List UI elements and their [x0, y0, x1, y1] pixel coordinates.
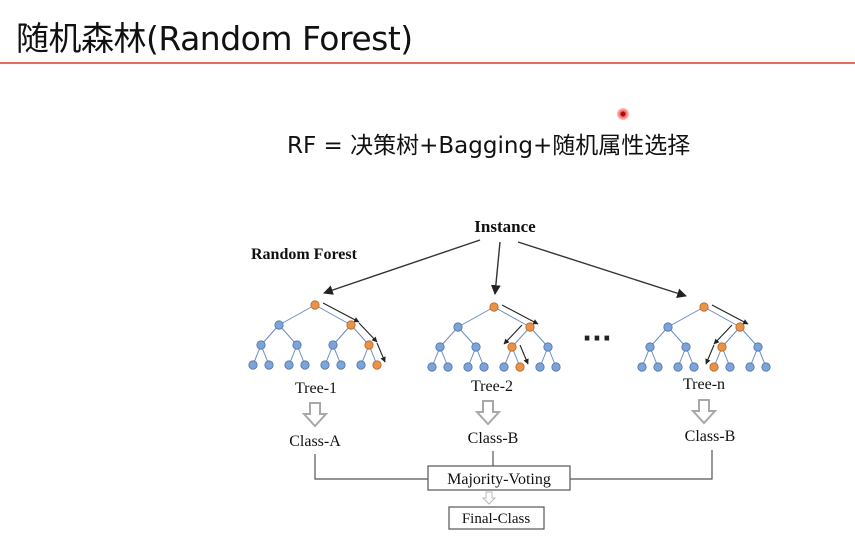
laser-pointer-dot [617, 108, 629, 120]
tree-node [543, 342, 553, 352]
title-rule [0, 62, 855, 64]
tree-node-selected [372, 360, 382, 370]
tree-node [673, 362, 683, 372]
decision-path-arrow [705, 344, 715, 365]
tree-node [551, 362, 561, 372]
gray-arrow-3 [690, 399, 718, 425]
tree-node [535, 362, 545, 372]
tree-node [356, 360, 366, 370]
tree-node [745, 362, 755, 372]
ellipsis: ··· [582, 324, 612, 354]
tree-node-selected [346, 320, 356, 330]
tree-2-label: Tree-2 [471, 378, 513, 395]
tree-node [292, 340, 302, 350]
decision-path-arrow [501, 304, 539, 325]
tree-node-selected [507, 342, 517, 352]
tree-node [328, 340, 338, 350]
tree-node [300, 360, 310, 370]
connector-3 [570, 450, 713, 480]
tree-edge [703, 306, 741, 328]
tree-node-selected [699, 302, 709, 312]
tree-node-selected [735, 322, 745, 332]
tree-node [725, 362, 735, 372]
tree-node [663, 322, 673, 332]
voting-label: Majority-Voting [447, 471, 551, 488]
tree-node [637, 362, 647, 372]
decision-path-arrow [503, 324, 523, 345]
tree-2-graphic [427, 302, 561, 372]
class-label-1: Class-A [289, 433, 341, 450]
final-arrow [481, 491, 497, 505]
tree-1-graphic [248, 300, 386, 370]
tree-node [499, 362, 509, 372]
gray-arrow-2 [474, 400, 502, 426]
slide-header: 随机森林(Random Forest) [0, 0, 855, 62]
instance-arrow-1 [323, 239, 481, 295]
tree-node-selected [709, 362, 719, 372]
instance-label: Instance [474, 217, 536, 236]
gray-down-arrows [301, 399, 718, 428]
decision-path-arrow [358, 322, 378, 343]
tree-node-selected [525, 322, 535, 332]
tree-n-label: Tree-n [683, 376, 725, 393]
tree-edge [314, 304, 352, 326]
slide-title: 随机森林(Random Forest) [16, 19, 413, 58]
connector-1 [314, 454, 428, 480]
decision-path-arrow [711, 304, 749, 325]
voting-connectors [314, 450, 713, 480]
tree-edge [278, 304, 316, 326]
instance-arrow-2 [490, 241, 501, 295]
class-label-3: Class-B [685, 428, 736, 445]
tree-edge [457, 306, 495, 328]
tree-edge [493, 306, 531, 328]
class-label-2: Class-B [468, 430, 519, 447]
gray-arrow-1 [301, 402, 329, 428]
tree-node [653, 362, 663, 372]
decision-path-arrow [713, 324, 733, 345]
tree-node [753, 342, 763, 352]
tree-node [320, 360, 330, 370]
tree-n-graphic [637, 302, 771, 372]
tree-node [427, 362, 437, 372]
tree-node-selected [310, 300, 320, 310]
tree-node [274, 320, 284, 330]
decision-path-arrow [519, 344, 529, 365]
tree-node [248, 360, 258, 370]
tree-node-selected [489, 302, 499, 312]
forest-label: Random Forest [251, 246, 358, 263]
tree-node [453, 322, 463, 332]
formula-text: RF = 决策树+Bagging+随机属性选择 [287, 133, 691, 159]
decision-path-arrow [322, 302, 360, 323]
tree-node [645, 342, 655, 352]
tree-node-selected [717, 342, 727, 352]
tree-node [435, 342, 445, 352]
tree-node [463, 362, 473, 372]
tree-node-selected [515, 362, 525, 372]
final-box [448, 506, 545, 530]
tree-edge [667, 306, 705, 328]
tree-node [689, 362, 699, 372]
voting-box [427, 465, 571, 491]
tree-node [336, 360, 346, 370]
tree-node [264, 360, 274, 370]
final-label: Final-Class [462, 511, 530, 527]
tree-node-selected [364, 340, 374, 350]
tree-1-label: Tree-1 [295, 380, 337, 397]
tree-node [761, 362, 771, 372]
tree-node [479, 362, 489, 372]
tree-node [256, 340, 266, 350]
instance-arrows [323, 239, 687, 298]
tree-node [471, 342, 481, 352]
decision-path-arrow [376, 342, 386, 363]
instance-arrow-3 [517, 241, 687, 298]
tree-node [681, 342, 691, 352]
tree-node [284, 360, 294, 370]
tree-node [443, 362, 453, 372]
